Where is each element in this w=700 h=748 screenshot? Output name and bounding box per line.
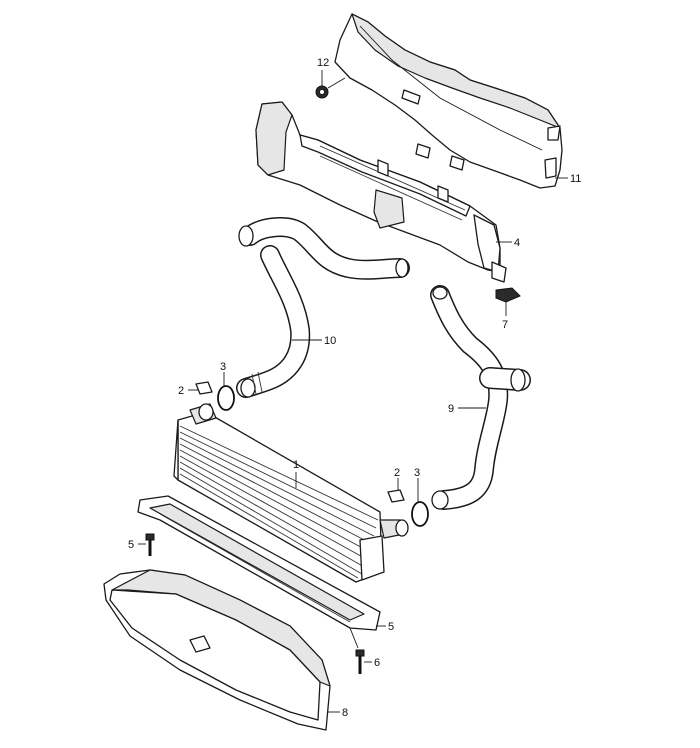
part-2-clip-right xyxy=(387,489,405,503)
callout-9: 9 xyxy=(448,403,454,415)
callout-4: 4 xyxy=(514,237,520,249)
callout-7: 7 xyxy=(502,319,508,331)
part-5-lower-bracket xyxy=(137,495,381,631)
callout-leaders xyxy=(138,70,568,713)
part-12-clip xyxy=(315,77,346,99)
part-4-carrier-frame xyxy=(255,101,507,283)
part-2-clip-left xyxy=(195,381,213,395)
callout-3-left: 3 xyxy=(220,361,226,373)
part-1-charge-air-cooler xyxy=(173,403,409,583)
callout-6: 6 xyxy=(374,657,380,669)
callout-3-right: 3 xyxy=(414,467,420,479)
callout-5-left: 5 xyxy=(128,539,134,551)
part-8-air-duct xyxy=(103,569,331,731)
callout-8: 8 xyxy=(342,707,348,719)
part-6-screw xyxy=(349,627,365,674)
part-3-o-ring-right xyxy=(411,501,429,527)
part-10-charge-air-hose xyxy=(236,217,410,398)
callout-12: 12 xyxy=(317,57,329,69)
part-11-cover-panel xyxy=(334,13,563,189)
callout-5-right: 5 xyxy=(388,621,394,633)
part-7-clip xyxy=(495,287,521,303)
part-3-o-ring-left xyxy=(217,385,235,411)
callout-1: 1 xyxy=(293,459,299,471)
callout-2-right: 2 xyxy=(394,467,400,479)
part-9-charge-air-hose xyxy=(430,285,531,510)
callout-2-left: 2 xyxy=(178,385,184,397)
callout-11: 11 xyxy=(570,173,581,185)
part-5-screw xyxy=(145,533,155,556)
callout-10: 10 xyxy=(324,335,336,347)
